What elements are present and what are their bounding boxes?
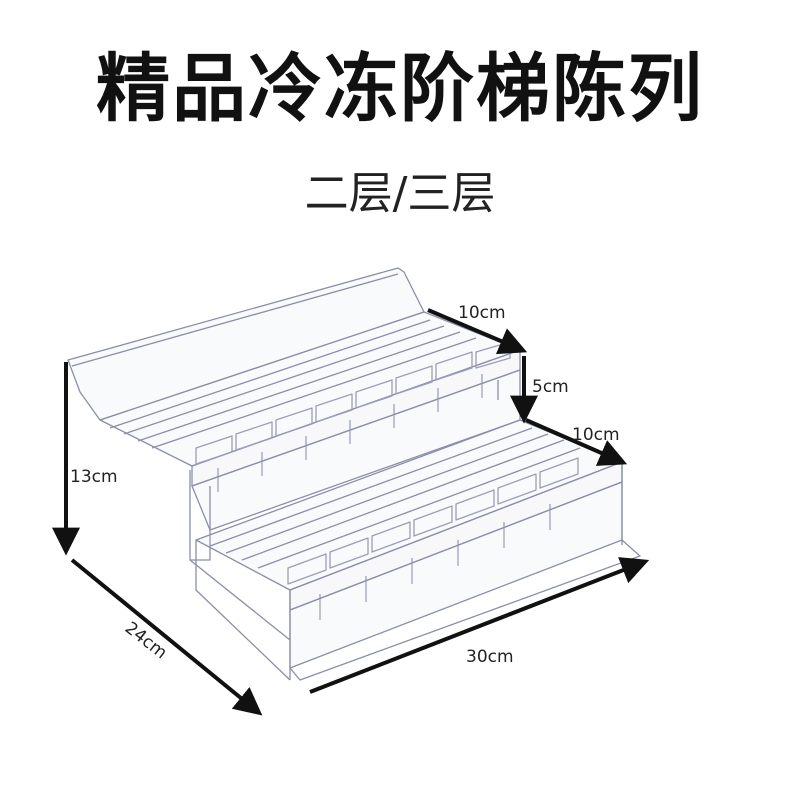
step-height-label: 5cm (532, 377, 569, 397)
depth-label: 24cm (121, 618, 171, 663)
lower-depth-arrow (525, 418, 628, 466)
upper-depth-label: 10cm (458, 303, 506, 323)
total-height-label: 13cm (70, 467, 118, 487)
dimension-arrows (52, 308, 650, 716)
acrylic-rack (67, 267, 641, 681)
width-label: 30cm (466, 647, 514, 667)
lower-depth-label: 10cm (572, 425, 620, 445)
product-subtitle: 二层/三层 (304, 168, 496, 219)
product-title: 精品冷冻阶梯陈列 (96, 46, 704, 132)
depth-arrow (70, 558, 263, 716)
upper-depth-arrow (427, 308, 528, 355)
width-arrow (309, 557, 650, 694)
